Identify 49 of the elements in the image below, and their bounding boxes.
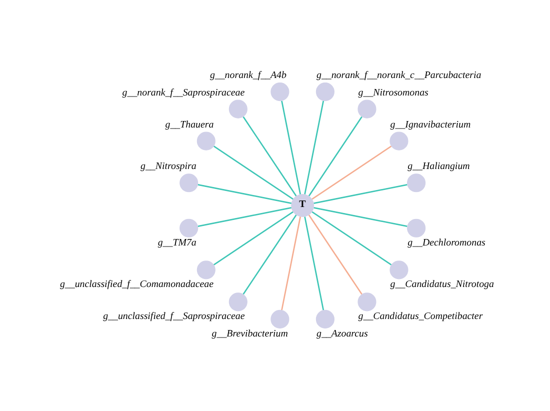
node-circle [316,310,334,329]
node-circle [196,132,216,150]
node-circle [390,260,408,280]
node-label: g__Brevibacterium [212,328,288,340]
connector [198,207,292,227]
node-label: g__Candidatus_Nitrotoga [390,279,494,290]
connector [198,184,292,204]
node-circle [316,82,334,102]
connector [312,211,392,266]
connector [213,211,294,266]
node-circle [358,292,376,312]
node-circle [358,100,376,118]
connector [213,146,294,200]
connector [281,216,302,310]
node-circle [407,218,426,238]
connector [304,100,324,195]
node-label: g__Ignavibacterium [390,119,471,130]
connector [242,116,297,196]
node-label: g__Haliangium [408,161,470,172]
node-circle [270,310,290,329]
node-circle [180,174,198,192]
node-label: g__Nitrosomonas [358,87,428,98]
node-circle [390,132,408,150]
node-label: g__norank_f__norank_c__Parcubacteria [316,70,482,82]
connector [308,214,362,295]
connector [242,214,297,295]
connector [281,100,302,195]
connector [312,146,392,200]
node-circle [196,260,216,280]
node-circle [228,100,248,118]
node-label: g__TM7a [158,237,196,248]
connector [314,207,408,227]
node-circle [270,82,290,102]
node-circle [407,174,426,192]
node-label: g__Candidatus_Competibacter [358,311,483,322]
node-label: g__Thauera [165,119,214,130]
node-label: g__unclassified_f__Comamonadaceae [60,279,214,290]
node-circle: T [291,194,314,217]
node-circle [180,218,198,238]
node-label: g__norank_f__Saprospiraceae [122,87,245,98]
connector [304,216,324,310]
connector [314,184,408,204]
node-label: g__unclassified_f__Saprospiraceae [103,311,245,322]
node-label: g__norank_f__A4b [210,70,286,82]
node-label: g__Azoarcus [316,328,368,340]
node-label: g__Nitrospira [140,161,196,172]
node-label: g__Dechloromonas [408,237,486,248]
connector [308,116,362,196]
node-circle [228,292,248,312]
